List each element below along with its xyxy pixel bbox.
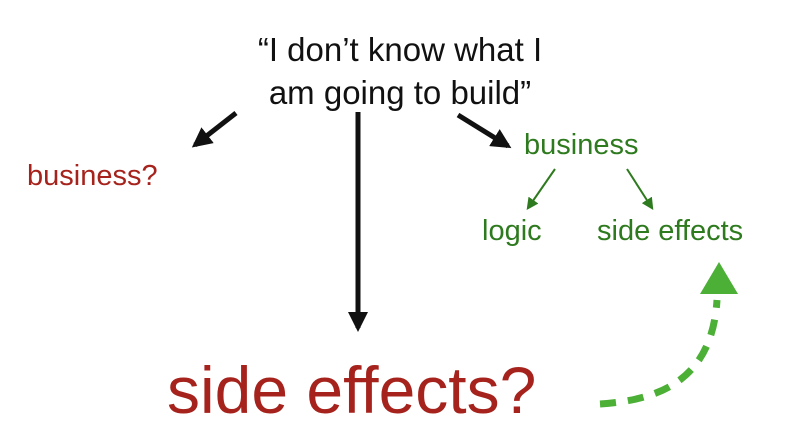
arrow-to-business xyxy=(456,112,512,149)
logic-label: logic xyxy=(482,215,542,247)
quote-text: “I don’t know what I am going to build” xyxy=(0,28,800,114)
side-effects-question-label: side effects? xyxy=(167,353,537,427)
quote-line-1: “I don’t know what I xyxy=(257,31,543,68)
side-effects-label: side effects xyxy=(597,215,744,247)
arrow-to-business-question xyxy=(191,111,238,148)
arrow-business-to-logic xyxy=(526,168,556,210)
arrow-business-to-side-effects xyxy=(626,168,654,211)
quote-line-2: am going to build” xyxy=(268,74,532,111)
dashed-arrow-to-side-effects xyxy=(599,299,721,408)
dashed-arrow-head xyxy=(700,262,738,294)
business-label: business xyxy=(524,129,639,161)
business-question-label: business? xyxy=(27,160,158,192)
